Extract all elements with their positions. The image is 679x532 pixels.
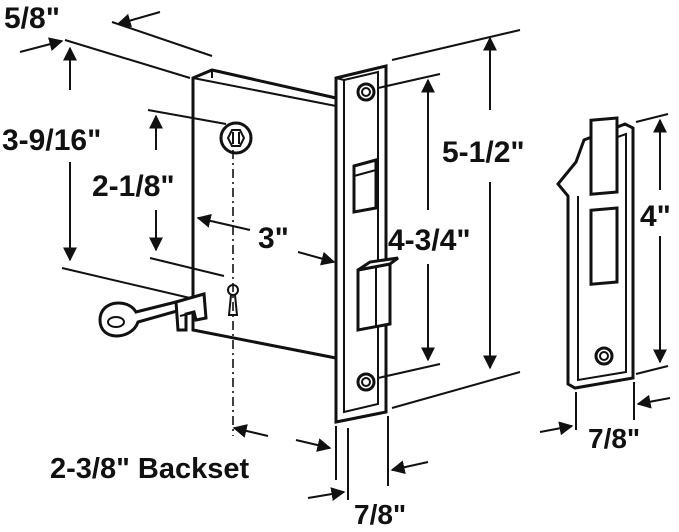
label-backset: 2-3/8" Backset bbox=[50, 453, 249, 485]
label-case-height: 3-9/16" bbox=[2, 124, 101, 157]
strike-plate bbox=[556, 116, 635, 390]
lock-case bbox=[191, 68, 338, 360]
dead-bolt bbox=[356, 256, 399, 332]
dimension-lines bbox=[19, 11, 671, 501]
label-strike-width: 7/8" bbox=[588, 423, 640, 454]
top-screw-hole bbox=[356, 82, 376, 102]
label-top-depth: 5/8" bbox=[4, 2, 60, 35]
label-screw-spacing: 4-3/4" bbox=[388, 224, 471, 257]
spindle-hub bbox=[219, 121, 253, 155]
faceplate bbox=[334, 64, 399, 424]
strike-bolt-opening bbox=[589, 206, 619, 286]
label-faceplate-width: 7/8" bbox=[354, 499, 406, 530]
label-keyhole-offset: 2-1/8" bbox=[92, 170, 175, 203]
strike-latch-opening bbox=[589, 116, 619, 196]
label-faceplate-height: 5-1/2" bbox=[442, 136, 525, 169]
label-strike-height: 4" bbox=[640, 200, 671, 233]
latch-bolt bbox=[352, 158, 378, 214]
skeleton-key bbox=[98, 292, 208, 338]
dimension-labels: 5/8" 3-9/16" 2-1/8" 3" 5-1/2" 4-3/4" 4" … bbox=[2, 2, 671, 530]
label-case-width: 3" bbox=[258, 222, 289, 255]
bottom-screw-hole bbox=[356, 372, 376, 392]
